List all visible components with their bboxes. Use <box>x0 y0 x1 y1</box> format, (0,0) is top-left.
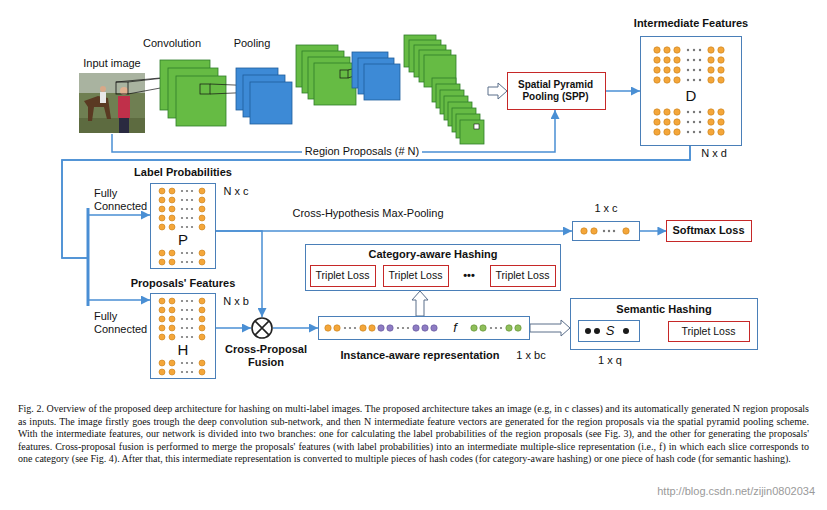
connector-line <box>640 230 666 232</box>
loss-box: Triplet Loss <box>383 265 450 287</box>
probability-matrix: Label ProbabilitiesP <box>150 183 216 269</box>
hollow-arrow <box>530 320 570 336</box>
vector-symbol: S <box>606 323 615 339</box>
vector-caption: Instance-aware representation <box>341 349 500 362</box>
pooled-vector: 1 x c <box>572 221 640 241</box>
hollow-arrow <box>412 291 428 316</box>
box-label: Triplet Loss <box>496 269 550 282</box>
fusion-label: Cross-Proposal Fusion <box>220 343 312 369</box>
dimension-label: N x d <box>701 147 727 160</box>
proposal-feature-matrix: Proposals' FeaturesH <box>150 293 216 379</box>
edge-label: Cross-Hypothesis Max-Pooling <box>293 207 444 220</box>
box-label: Triplet Loss <box>682 325 736 338</box>
loss-box: Triplet Loss <box>668 321 750 343</box>
dimension-label: N x b <box>223 295 249 308</box>
box-label: Triplet Loss <box>389 269 443 282</box>
caption-text: Fig. 2. Overview of the proposed deep ar… <box>18 403 809 466</box>
dimension-label: 1 x q <box>598 354 622 367</box>
input-image: Input image <box>78 72 146 134</box>
edge-label: Region Proposals (# N) <box>302 145 422 158</box>
panel-heading: Semantic Hashing <box>616 303 711 316</box>
ellipsis-mark: ••• <box>463 269 475 282</box>
fusion-cross <box>255 321 269 335</box>
box-label: Softmax Loss <box>672 224 744 237</box>
instance-vector: fInstance-aware representation <box>318 316 530 340</box>
hashing-panel: Semantic HashingS Triplet Loss <box>570 298 758 350</box>
box-label: Spatial Pyramid Pooling (SPP) <box>513 79 599 103</box>
image-label: Input image <box>83 57 140 70</box>
layer-label: Convolution <box>143 37 201 50</box>
edge-label: Fully Connected <box>94 187 152 213</box>
connector-line <box>62 146 690 258</box>
connector-line <box>216 231 262 317</box>
matrix-symbol: H <box>178 341 189 359</box>
connector-line <box>216 327 251 329</box>
connector-line <box>606 90 641 92</box>
code-vector: S <box>578 320 640 342</box>
fusion-node: Cross-Proposal Fusion <box>251 317 273 339</box>
panel-heading: Category-aware Hashing <box>369 248 498 261</box>
dimension-label: N x c <box>223 185 248 198</box>
matrix-heading: Label Probabilities <box>134 166 232 179</box>
dimension-label: 1 x c <box>594 202 617 215</box>
layer-label: Pooling <box>234 37 271 50</box>
spp-box: Spatial Pyramid Pooling (SPP) <box>507 72 606 110</box>
connector-line <box>273 327 318 329</box>
fusion-symbol <box>251 317 273 339</box>
connector-line <box>62 146 690 300</box>
edge-label: Fully Connected <box>94 310 152 336</box>
loss-box: Triplet Loss <box>310 265 377 287</box>
watermark: http://blog.csdn.net/zijin0802034 <box>657 485 815 498</box>
dimension-label: 1 x bc <box>516 349 545 362</box>
feature-matrix: Intermediate FeaturesD <box>640 36 742 146</box>
loss-box: Softmax Loss <box>666 220 751 242</box>
loss-box: Triplet Loss <box>490 265 557 287</box>
box-label: Triplet Loss <box>316 269 370 282</box>
connector-line <box>216 230 572 232</box>
matrix-heading: Proposals' Features <box>131 277 236 290</box>
matrix-symbol: P <box>178 231 188 249</box>
hashing-panel: Category-aware HashingTriplet Loss Triple… <box>305 244 561 291</box>
matrix-symbol: D <box>686 87 697 105</box>
matrix-heading: Intermediate Features <box>634 17 748 30</box>
vector-symbol: f <box>453 320 457 336</box>
fusion-circle <box>252 318 272 338</box>
